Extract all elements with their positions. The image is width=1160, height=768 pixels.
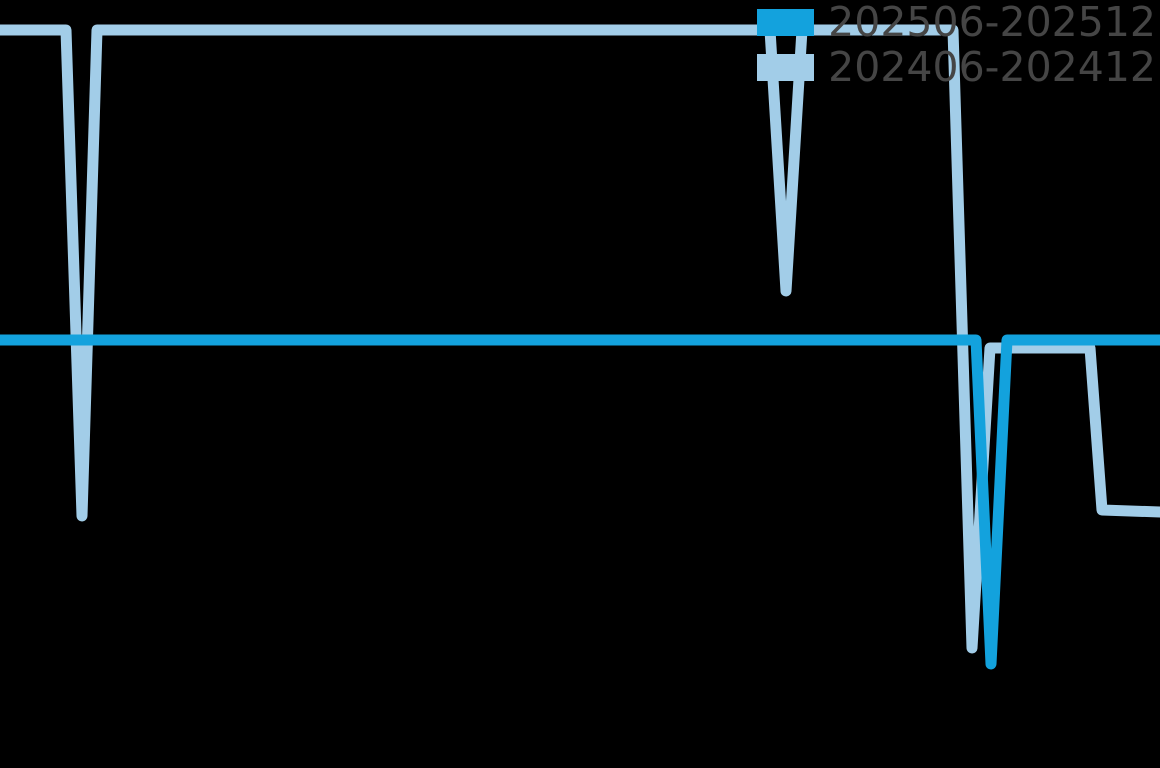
legend-item-previous-period: 202406-202412: [757, 45, 1156, 90]
series-line-current-period: [0, 334, 1160, 670]
legend-label-previous-period: 202406-202412: [828, 43, 1156, 91]
chart-legend: 202506-202512 202406-202412: [757, 0, 1156, 90]
legend-swatch-previous-period: [757, 54, 815, 81]
legend-item-current-period: 202506-202512: [757, 0, 1156, 45]
legend-swatch-current-period: [757, 9, 815, 36]
legend-label-current-period: 202506-202512: [828, 0, 1156, 46]
